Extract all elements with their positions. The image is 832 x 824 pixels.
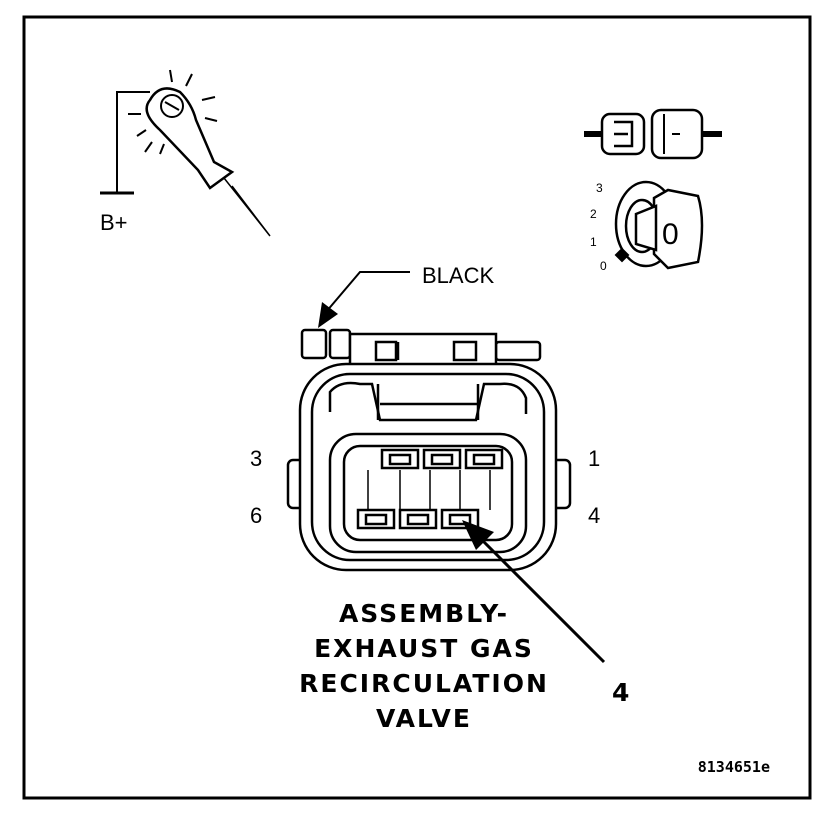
figure-code: 8134651e	[698, 758, 770, 776]
pin-label-1: 1	[588, 446, 600, 471]
pin-callout-arrowhead	[462, 520, 494, 550]
ignition-position-1: 1	[590, 235, 597, 249]
color-leader-arrowhead	[318, 302, 338, 328]
connector-color-label: BLACK	[422, 263, 494, 288]
test-light-icon	[100, 69, 271, 237]
pin-callout-number: 4	[612, 678, 631, 707]
pin-callout-line	[476, 534, 606, 664]
color-leader-line	[325, 271, 410, 313]
ignition-key-label: 0	[662, 218, 679, 251]
egr-connector-icon	[286, 328, 572, 572]
ignition-position-3: 3	[596, 181, 603, 195]
ignition-position-0: 0	[600, 259, 607, 273]
voltage-label: B+	[100, 210, 128, 235]
pin-label-3: 3	[250, 446, 262, 471]
component-title-line-1: ASSEMBLY-	[339, 599, 509, 628]
component-title-line-3: RECIRCULATION	[299, 669, 549, 698]
pin-label-4: 4	[588, 503, 600, 528]
ignition-position-2: 2	[590, 207, 597, 221]
component-title-line-4: VALVE	[376, 704, 472, 733]
pin-label-6: 6	[250, 503, 262, 528]
component-title-line-2: EXHAUST GAS	[314, 634, 534, 663]
ignition-connector-icon	[584, 108, 722, 160]
ignition-switch-icon	[614, 180, 704, 270]
